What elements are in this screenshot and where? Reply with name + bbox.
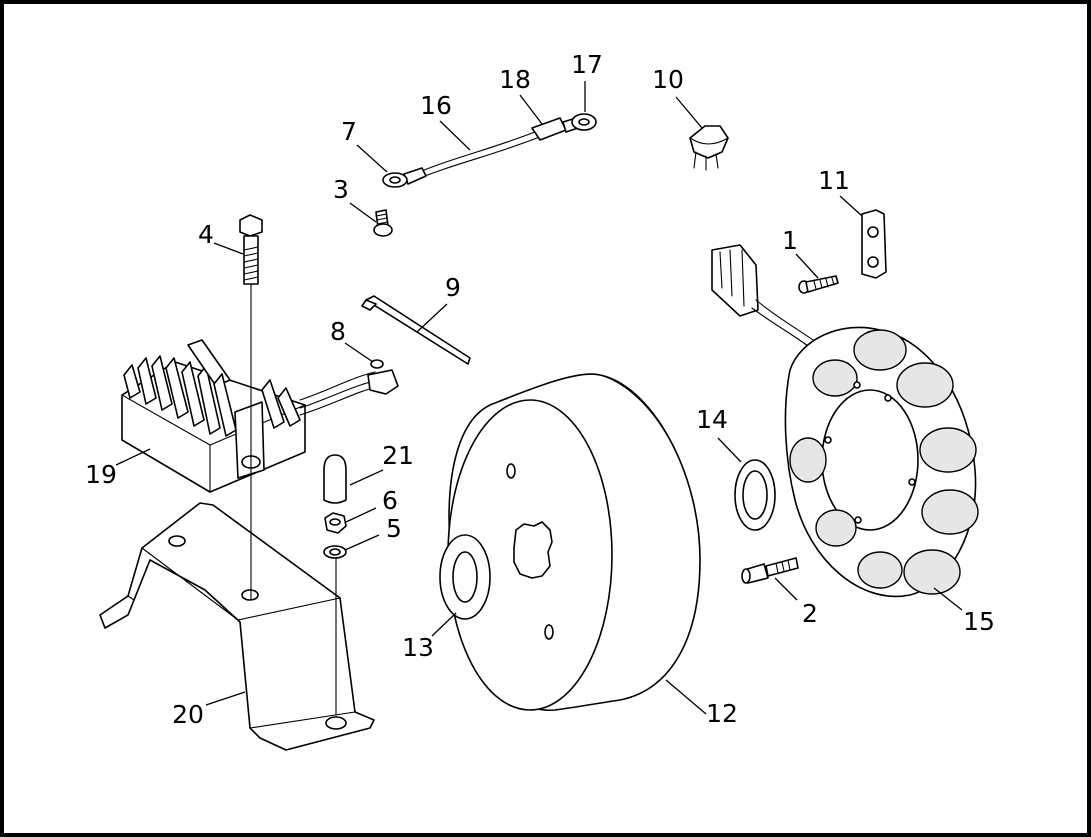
leader-lines [115,81,963,715]
hub-spacer [439,534,491,620]
retainer-screw [798,275,839,294]
callout-19: 19 [85,460,117,489]
callout-2: 2 [802,599,818,628]
lock-washer [323,545,347,716]
voltage-regulator [121,339,381,493]
hex-bolt [239,214,263,601]
callout-17: 17 [571,50,603,79]
callout-8: 8 [330,317,346,346]
small-screw [373,209,393,237]
callout-21: 21 [382,441,414,470]
flange-nut [324,512,347,534]
callout-3: 3 [333,175,349,204]
callout-15: 15 [963,607,995,636]
callout-7: 7 [341,117,357,146]
wire-clip [689,125,729,171]
ground-cable [382,113,597,188]
stator-assembly [711,244,979,598]
callout-5: 5 [386,514,402,543]
callout-11: 11 [818,166,850,195]
cable-tie [361,295,471,365]
callout-20: 20 [172,700,204,729]
callout-13: 13 [402,633,434,662]
callout-18: 18 [499,65,531,94]
regulator-connector [367,359,399,395]
rubber-cap [323,454,347,504]
callout-6: 6 [382,486,398,515]
callout-14: 14 [696,405,728,434]
mounting-bracket [99,502,375,751]
callout-1: 1 [782,226,798,255]
socket-head-screw [741,557,799,584]
retaining-plate [861,209,887,279]
callout-labels: 1 2 3 4 5 6 7 8 9 10 11 12 13 14 15 16 1… [85,50,995,729]
callout-9: 9 [445,273,461,302]
callout-4: 4 [198,220,214,249]
callout-16: 16 [420,91,452,120]
callout-10: 10 [652,65,684,94]
callout-12: 12 [706,699,738,728]
spacer-washer [734,459,776,531]
